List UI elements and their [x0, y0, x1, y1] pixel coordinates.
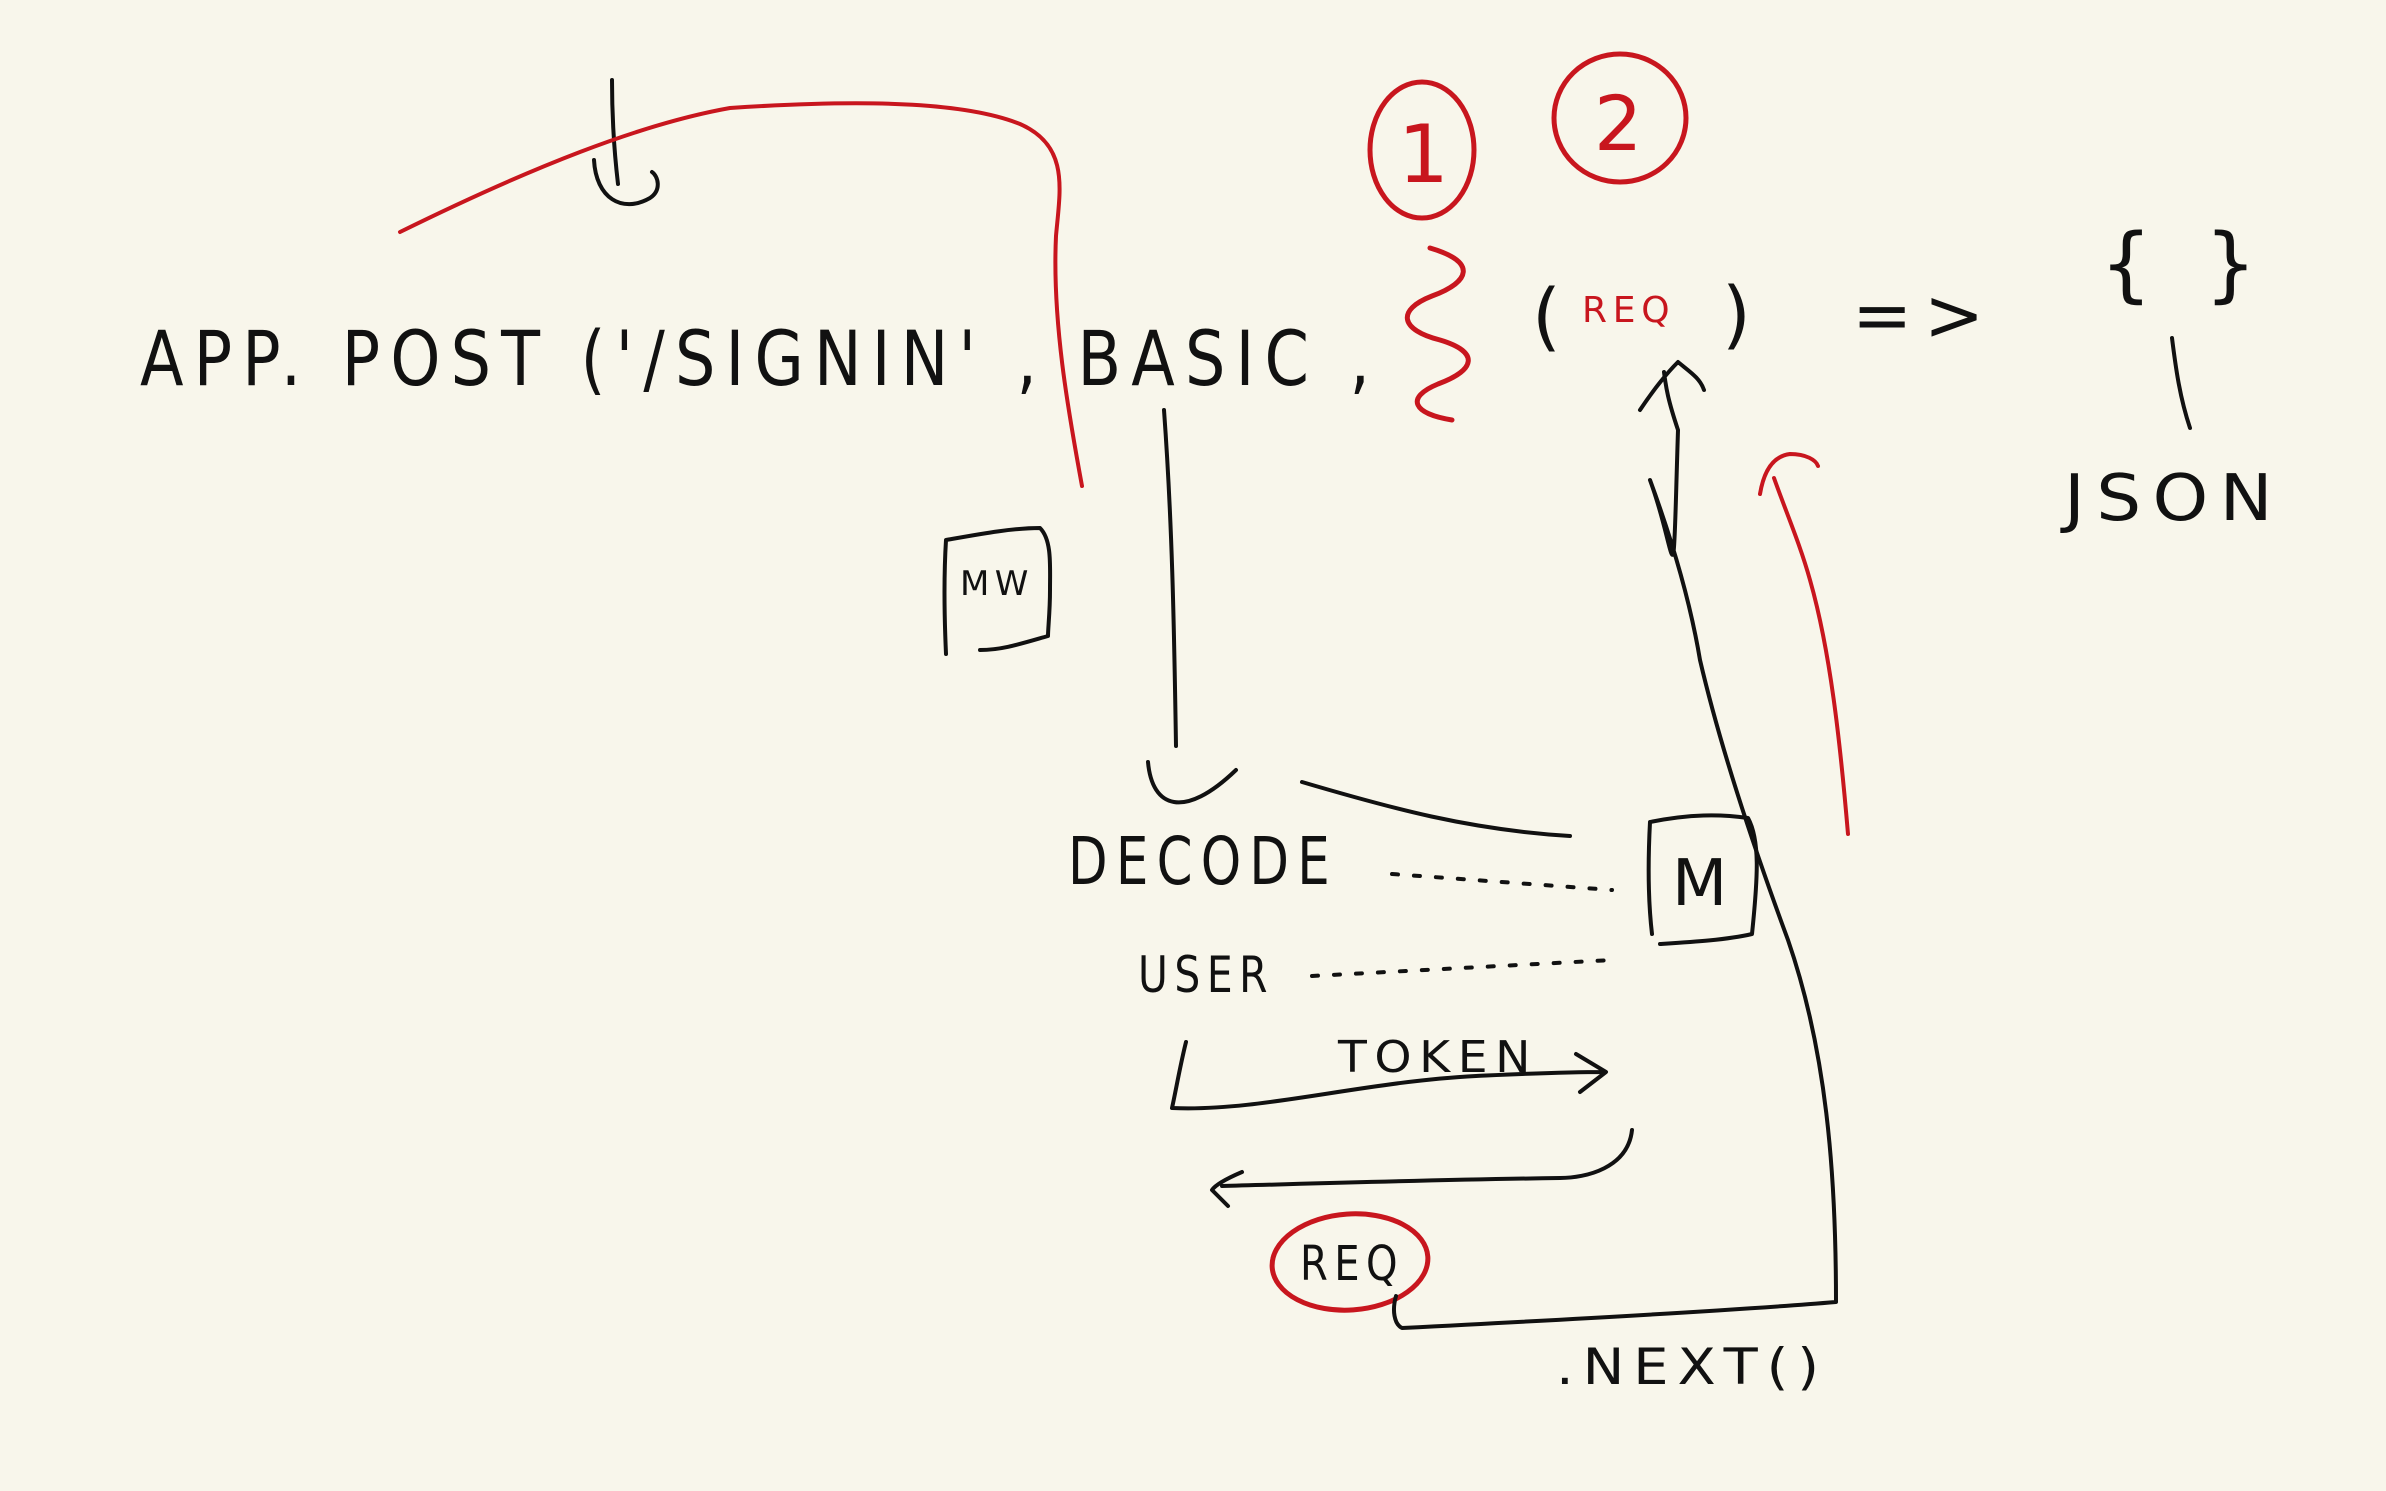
function-body-braces: { }	[2100, 217, 2270, 312]
route-code-text: APP. POST ('/SIGNIN' , BASIC ,	[140, 314, 1380, 403]
json-label: JSON	[2060, 462, 2284, 536]
user-label: USER	[1138, 946, 1274, 1004]
user-dotted-line	[1310, 958, 1614, 978]
basic-to-decode-arrow	[1146, 408, 1238, 805]
next-call-label: .NEXT()	[1556, 1338, 1828, 1396]
squiggle-mark	[1404, 245, 1471, 423]
token-arrow	[1170, 1040, 1608, 1111]
handler-req-label: REQ	[1582, 290, 1675, 331]
decode-to-m-line	[1300, 780, 1572, 838]
step-one-label: 1	[1398, 108, 1462, 201]
req-circled-label: REQ	[1300, 1236, 1404, 1292]
step-one-circle	[1367, 79, 1477, 221]
decode-dotted-line	[1390, 872, 1614, 892]
step-two-circle	[1551, 51, 1689, 185]
m-box	[1646, 813, 1759, 946]
handler-close-paren: )	[1722, 272, 1763, 358]
handler-open-paren: (	[1532, 274, 1573, 360]
mw-box-label: MW	[960, 564, 1034, 604]
red-return-arrow	[1758, 452, 1850, 836]
m-to-req-return-arrow	[1210, 1128, 1634, 1208]
top-pointer-arrow	[592, 78, 660, 207]
top-red-arc	[398, 101, 1084, 488]
mw-box	[942, 526, 1053, 656]
braces-to-json-line	[2170, 336, 2192, 430]
req-circle	[1269, 1211, 1431, 1313]
token-label: TOKEN	[1337, 1032, 1538, 1083]
m-box-label: M	[1672, 847, 1737, 921]
decode-label: DECODE	[1068, 823, 1338, 900]
step-two-label: 2	[1594, 79, 1655, 168]
arrow-function-symbol: =>	[1852, 273, 1996, 357]
next-back-to-handler-arrow	[1392, 360, 1838, 1330]
